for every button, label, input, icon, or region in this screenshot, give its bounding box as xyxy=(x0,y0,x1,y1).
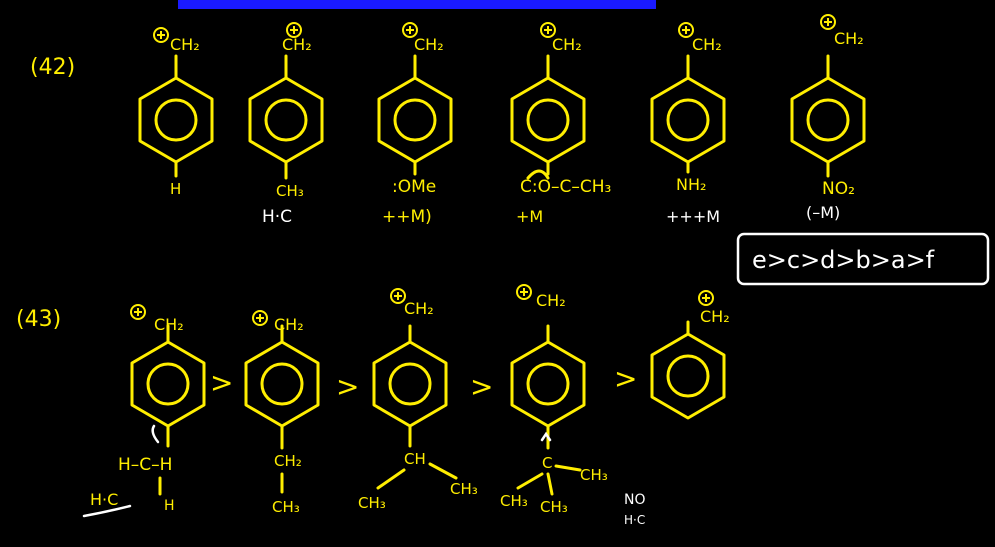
effect-label: (–M) xyxy=(806,203,840,222)
methyl-label: CH₃ xyxy=(450,480,478,498)
positive-charge-icon xyxy=(516,284,532,300)
cation-group-label: CH₂ xyxy=(692,35,722,54)
substituent-label: CH₃ xyxy=(276,182,304,200)
substituent-label: :OMe xyxy=(392,177,436,197)
substituent-label: C:O–C–CH₃ xyxy=(520,177,611,197)
cation-group-label: CH₂ xyxy=(414,35,444,54)
substituent-label: H xyxy=(170,180,181,198)
cation-group-label: CH₂ xyxy=(282,35,312,54)
svg-text:H: H xyxy=(164,498,175,514)
methyl-label: CH₃ xyxy=(358,494,386,512)
title-banner xyxy=(178,0,656,9)
substituent-label: NH₂ xyxy=(676,175,706,194)
cation-group-label: CH₂ xyxy=(700,307,730,326)
methyl-label: CH₃ xyxy=(272,498,300,516)
structure-42b: CH₂ CH₃ H·C xyxy=(248,22,324,227)
effect-label: +M xyxy=(516,207,543,226)
positive-charge-icon xyxy=(252,310,268,326)
effect-label: ++M) xyxy=(382,207,432,227)
comparison-sign: > xyxy=(336,370,359,403)
structure-43a: CH₂ H–C–H H H·C xyxy=(82,304,206,518)
answer-text: e>c>d>b>a>f xyxy=(752,246,935,274)
cation-group-label: CH₂ xyxy=(170,35,200,54)
positive-charge-icon xyxy=(130,304,146,320)
comparison-sign: > xyxy=(614,362,637,395)
structure-43e: CH₂ xyxy=(650,290,730,420)
substituent-label: NO₂ xyxy=(822,179,855,199)
cation-group-label: CH₂ xyxy=(536,291,566,310)
substituent-label: CH xyxy=(404,450,426,468)
answer-box: e>c>d>b>a>f xyxy=(736,232,990,286)
substituent-label: CH₂ xyxy=(274,452,302,470)
cation-group-label: CH₂ xyxy=(274,315,304,334)
cation-group-label: CH₂ xyxy=(834,29,864,48)
no-hyperconjugation-note: H·C xyxy=(624,513,645,527)
problem-42-number: (42) xyxy=(30,55,75,80)
positive-charge-icon xyxy=(390,288,406,304)
structure-42c: CH₂ :OMe ++M) xyxy=(377,22,453,227)
cation-group-label: CH₂ xyxy=(404,299,434,318)
structure-42e: CH₂ NH₂ +++M xyxy=(650,22,726,226)
structure-43c: CH₂ CH CH₃ CH₃ xyxy=(358,288,478,512)
no-hyperconjugation-note: NO xyxy=(624,492,646,508)
cation-group-label: CH₂ xyxy=(552,35,582,54)
substituent-label: H–C–H xyxy=(118,455,172,475)
positive-charge-icon xyxy=(153,27,169,43)
structure-42f: CH₂ NO₂ (–M) xyxy=(790,14,866,222)
methyl-label: CH₃ xyxy=(580,466,608,484)
cation-group-label: CH₂ xyxy=(154,315,184,334)
structure-43d: CH₂ C CH₃ CH₃ CH₃ NO H·C xyxy=(500,284,646,527)
positive-charge-icon xyxy=(820,14,836,30)
positive-charge-icon xyxy=(698,290,714,306)
comparison-sign: > xyxy=(470,370,493,403)
problem-43-number: (43) xyxy=(16,307,61,332)
effect-label: H·C xyxy=(262,207,292,227)
hyperconjugation-note: H·C xyxy=(90,490,118,509)
positive-charge-icon xyxy=(678,22,694,38)
structure-43b: CH₂ CH₂ CH₃ xyxy=(244,310,320,516)
substituent-label: C xyxy=(542,454,552,472)
structure-42a: CH₂ H xyxy=(138,27,214,198)
methyl-label: CH₃ xyxy=(500,492,528,510)
comparison-sign: > xyxy=(210,366,233,399)
structure-42d: CH₂ C:O–C–CH₃ +M xyxy=(510,22,611,226)
methyl-label: CH₃ xyxy=(540,498,568,516)
effect-label: +++M xyxy=(666,207,720,226)
